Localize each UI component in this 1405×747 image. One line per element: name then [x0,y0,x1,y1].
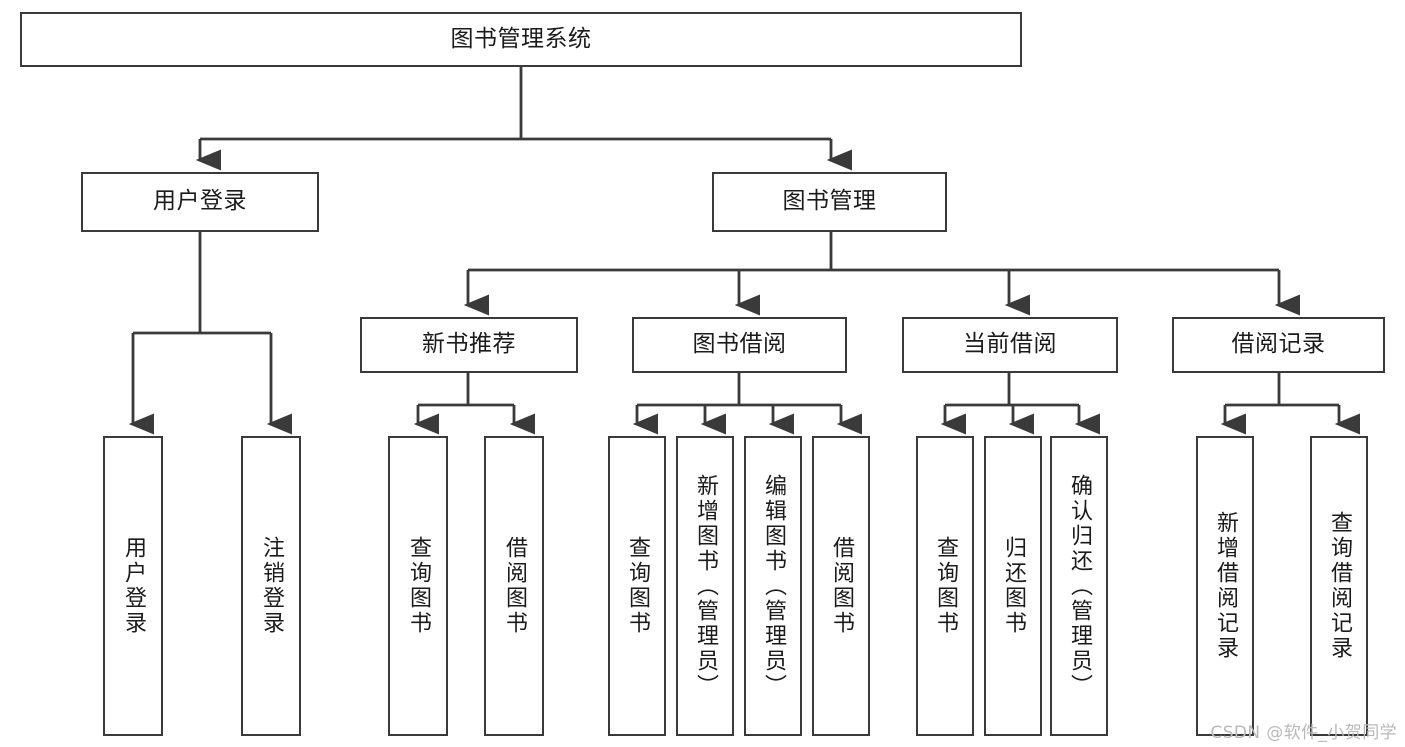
node-leaf-add-record[interactable]: 新增借阅记录 [1196,436,1254,736]
node-leaf-borrow-book-1[interactable]: 借阅图书 [484,436,544,736]
node-label: 确认归还（管理员） [1067,473,1092,699]
node-label: 用户登录 [121,536,146,636]
node-leaf-query-book-1[interactable]: 查询图书 [388,436,448,736]
node-label: 图书借阅 [692,331,787,358]
node-label: 借阅图书 [829,536,854,636]
node-leaf-query-book-2[interactable]: 查询图书 [608,436,666,736]
node-user-login[interactable]: 用户登录 [81,172,319,232]
node-leaf-logout[interactable]: 注销登录 [241,436,301,736]
node-leaf-edit-book[interactable]: 编辑图书（管理员） [744,436,802,736]
node-book-borrow[interactable]: 图书借阅 [632,317,847,373]
node-label: 当前借阅 [963,331,1057,358]
csdn-watermark: CSDN @软件_小贺同学 [1210,723,1397,743]
node-label: 查询图书 [625,536,650,636]
node-leaf-query-book-3[interactable]: 查询图书 [916,436,974,736]
node-leaf-confirm-return[interactable]: 确认归还（管理员） [1050,436,1108,736]
node-label: 借阅图书 [502,536,527,636]
node-label: 图书管理 [782,188,877,215]
node-label: 借阅记录 [1231,331,1326,358]
node-leaf-query-record[interactable]: 查询借阅记录 [1310,436,1368,736]
node-label: 图书管理系统 [450,25,592,52]
node-label: 新增借阅记录 [1213,511,1238,661]
node-label: 新增图书（管理员） [693,473,718,699]
node-label: 用户登录 [153,188,247,215]
node-leaf-user-login[interactable]: 用户登录 [103,436,163,736]
node-leaf-return-book[interactable]: 归还图书 [984,436,1042,736]
node-label: 查询图书 [933,536,958,636]
node-label: 查询图书 [406,536,431,636]
node-root-system[interactable]: 图书管理系统 [20,12,1022,67]
node-leaf-borrow-book-2[interactable]: 借阅图书 [812,436,870,736]
node-book-manage[interactable]: 图书管理 [712,172,947,232]
node-leaf-add-book[interactable]: 新增图书（管理员） [676,436,734,736]
node-label: 新书推荐 [422,331,516,358]
node-borrow-record[interactable]: 借阅记录 [1172,317,1385,373]
node-current-borrow[interactable]: 当前借阅 [902,317,1118,373]
node-new-book-rec[interactable]: 新书推荐 [360,317,578,373]
node-label: 注销登录 [259,536,284,636]
node-label: 编辑图书（管理员） [761,473,786,699]
node-label: 查询借阅记录 [1327,511,1352,661]
node-label: 归还图书 [1001,536,1026,636]
